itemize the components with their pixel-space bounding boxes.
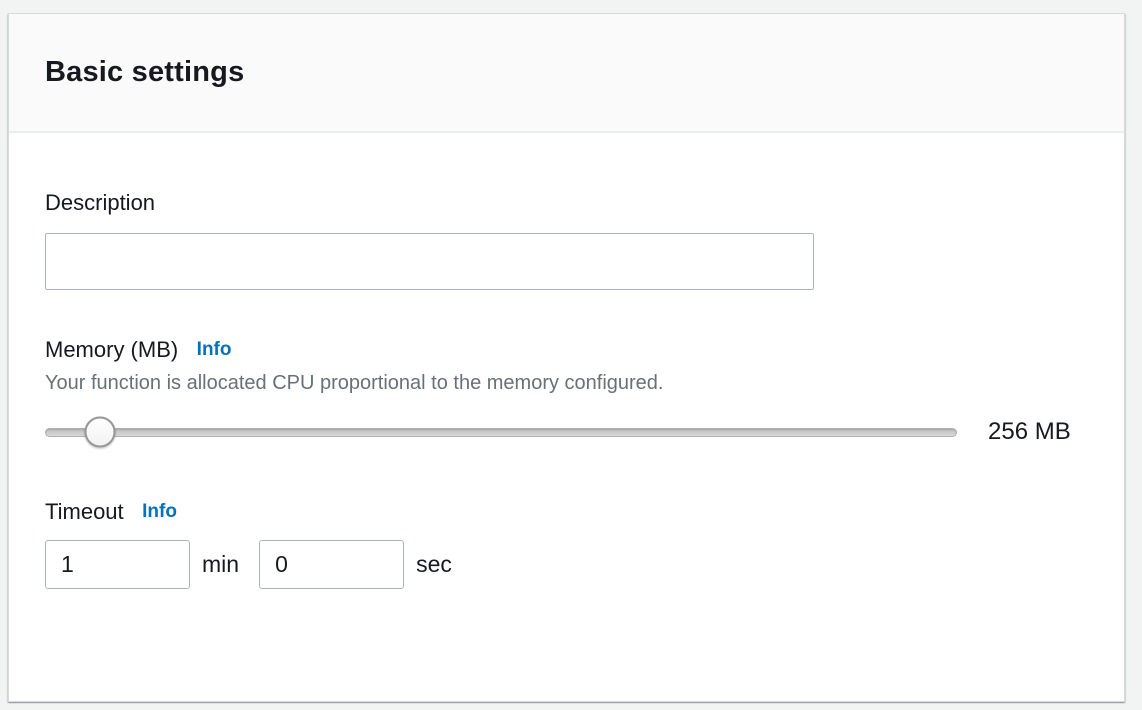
description-label: Description (45, 190, 156, 215)
timeout-minutes-unit: min (202, 551, 240, 577)
basic-settings-panel: Basic settings Description Memory (MB) I… (8, 13, 1125, 702)
description-input[interactable] (45, 233, 814, 290)
memory-field: Memory (MB) Info Your function is alloca… (45, 336, 1088, 450)
description-field: Description (45, 189, 1088, 290)
memory-value-display: 256 MB (988, 418, 1071, 445)
memory-slider-thumb[interactable] (84, 416, 116, 448)
panel-title: Basic settings (45, 56, 245, 88)
timeout-seconds-input[interactable] (259, 540, 405, 589)
panel-header: Basic settings (9, 14, 1124, 133)
memory-info-link[interactable]: Info (196, 339, 232, 360)
timeout-minutes-input[interactable] (45, 540, 190, 589)
memory-helper-text: Your function is allocated CPU proportio… (45, 372, 664, 394)
timeout-inputs-row: min sec (45, 540, 1088, 589)
panel-body: Description Memory (MB) Info Your functi… (9, 189, 1124, 589)
timeout-label-row: Timeout Info (45, 498, 1088, 526)
memory-label-row: Memory (MB) Info (45, 336, 1088, 364)
memory-label: Memory (MB) (45, 337, 179, 362)
timeout-label: Timeout (45, 499, 124, 524)
timeout-info-link[interactable]: Info (142, 501, 177, 522)
memory-slider-track[interactable] (45, 416, 957, 448)
memory-slider-row: 256 MB (45, 414, 1088, 450)
timeout-seconds-unit: sec (416, 551, 452, 577)
timeout-field: Timeout Info min sec (45, 498, 1088, 589)
